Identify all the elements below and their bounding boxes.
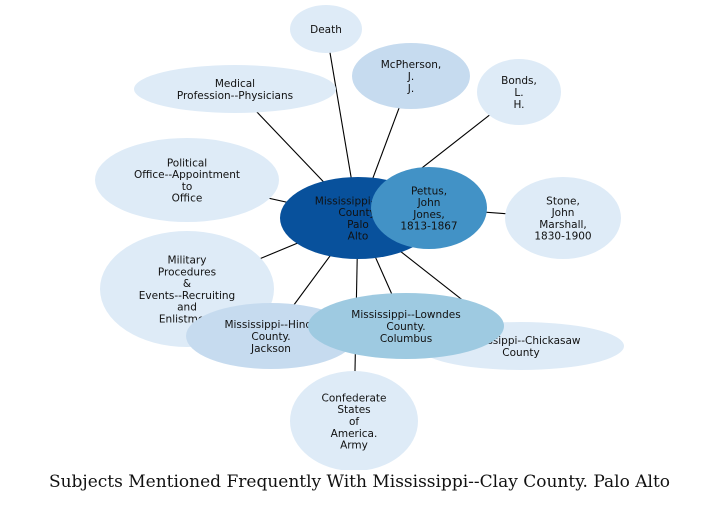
node-stone-ellipse bbox=[505, 177, 621, 259]
node-death-label: Death bbox=[310, 24, 342, 36]
node-death-ellipse bbox=[290, 5, 362, 53]
node-confederate-ellipse bbox=[290, 371, 418, 470]
node-pettus-ellipse bbox=[371, 167, 487, 249]
node-mcpherson-label: McPherson,J.J. bbox=[381, 59, 441, 95]
node-mcpherson-ellipse bbox=[352, 43, 470, 109]
node-political-ellipse bbox=[95, 138, 279, 222]
node-medical-ellipse bbox=[134, 65, 336, 113]
node-mcpherson[interactable]: McPherson,J.J. bbox=[352, 43, 470, 109]
node-bonds[interactable]: Bonds,L.H. bbox=[477, 59, 561, 125]
node-lowndes-ellipse bbox=[308, 293, 504, 359]
node-death[interactable]: Death bbox=[290, 5, 362, 53]
node-bonds-label: Bonds,L.H. bbox=[501, 75, 537, 111]
diagram-caption: Subjects Mentioned Frequently With Missi… bbox=[48, 472, 671, 492]
node-bonds-ellipse bbox=[477, 59, 561, 125]
